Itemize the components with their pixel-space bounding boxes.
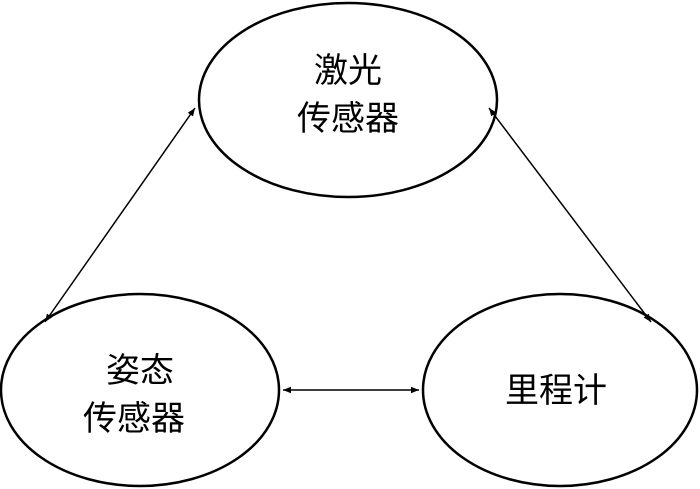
node-laser-sensor: 激光 传感器 [197, 1, 499, 199]
attitude-label-line2: 传感器 [83, 399, 185, 439]
edge-laser-odometer [488, 107, 652, 323]
node-attitude-sensor: 姿态 传感器 [0, 292, 281, 488]
edge-laser-attitude [44, 107, 196, 323]
node-odometer: 里程计 [421, 292, 699, 488]
odometer-label: 里程计 [505, 371, 607, 411]
attitude-label-line1: 姿态 [106, 351, 174, 391]
laser-label-line1: 激光 [314, 51, 382, 91]
laser-label-line2: 传感器 [297, 99, 399, 139]
